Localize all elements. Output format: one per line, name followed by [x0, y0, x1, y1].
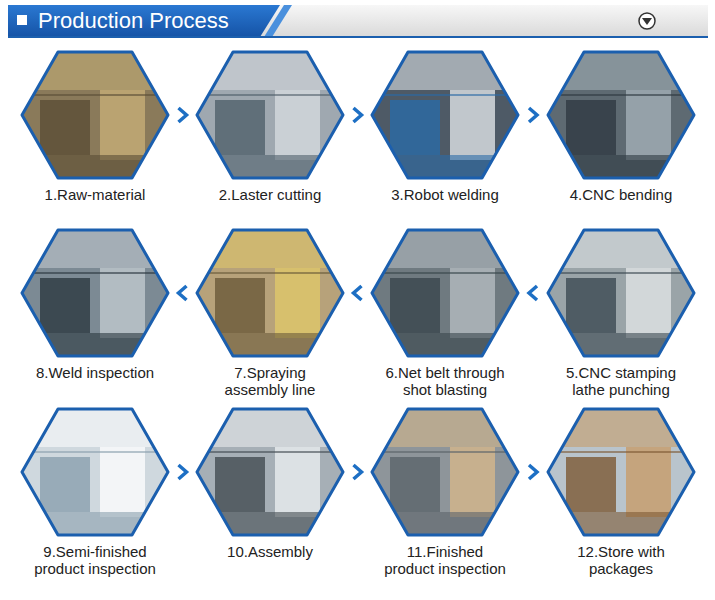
hexagon-photo — [195, 228, 345, 358]
chevron-arrow — [179, 108, 187, 122]
chevron-arrow — [529, 108, 537, 122]
chevron-arrow — [354, 465, 362, 479]
hexagon-photo — [195, 407, 345, 537]
step-label: 7.Spraying assembly line — [205, 364, 335, 398]
hexagon-outline — [370, 228, 520, 358]
step-label: 6.Net belt through shot blasting — [380, 364, 510, 398]
photo-illustration — [370, 50, 520, 180]
hexagon-photo — [370, 228, 520, 358]
hexagon-outline — [195, 50, 345, 180]
hexagon-photo — [546, 407, 696, 537]
hexagon-outline — [195, 407, 345, 537]
chevron-arrow — [179, 286, 187, 300]
hexagon-outline — [546, 50, 696, 180]
hexagon-photo — [20, 228, 170, 358]
hexagon-border — [548, 409, 694, 535]
step-label: 3.Robot welding — [380, 186, 510, 203]
hexagon-border — [197, 230, 343, 356]
hexagon-outline — [195, 228, 345, 358]
process-step: 10.Assembly — [192, 407, 348, 560]
step-label: 4.CNC bending — [556, 186, 686, 203]
chevron-arrow — [529, 286, 537, 300]
photo-illustration — [20, 50, 170, 180]
header-rule — [8, 36, 708, 38]
hexagon-border — [372, 230, 518, 356]
hexagon-photo — [195, 50, 345, 180]
process-step: 8.Weld inspection — [17, 228, 173, 381]
hexagon-border — [22, 230, 168, 356]
photo-illustration — [20, 407, 170, 537]
process-step: 4.CNC bending — [543, 50, 699, 203]
dropdown-triangle — [642, 18, 652, 25]
process-step: 1.Raw-material — [17, 50, 173, 203]
process-step: 9.Semi-finished product inspection — [17, 407, 173, 577]
hexagon-border — [22, 52, 168, 178]
step-label: 9.Semi-finished product inspection — [30, 543, 160, 577]
dropdown-icon — [639, 13, 655, 29]
grey-bar — [250, 5, 708, 37]
hexagon-border — [372, 52, 518, 178]
chevron-arrow — [354, 108, 362, 122]
photo-illustration — [546, 50, 696, 180]
hexagon-outline — [546, 228, 696, 358]
hexagon-photo — [370, 50, 520, 180]
step-label: 11.Finished product inspection — [380, 543, 510, 577]
process-step: 6.Net belt through shot blasting — [367, 228, 523, 398]
hexagon-outline — [370, 407, 520, 537]
step-label: 12.Store with packages — [556, 543, 686, 577]
process-step: 11.Finished product inspection — [367, 407, 523, 577]
process-step: 5.CNC stamping lathe punching — [543, 228, 699, 398]
photo-illustration — [195, 50, 345, 180]
hexagon-border — [197, 409, 343, 535]
photo-illustration — [546, 228, 696, 358]
hexagon-outline — [20, 50, 170, 180]
hexagon-photo — [20, 407, 170, 537]
chevron-arrow — [529, 465, 537, 479]
photo-illustration — [546, 407, 696, 537]
hexagon-photo — [370, 407, 520, 537]
process-step: 2.Laster cutting — [192, 50, 348, 203]
step-label: 5.CNC stamping lathe punching — [556, 364, 686, 398]
photo-illustration — [195, 228, 345, 358]
hexagon-photo — [546, 50, 696, 180]
step-label: 1.Raw-material — [30, 186, 160, 203]
step-label: 2.Laster cutting — [205, 186, 335, 203]
hexagon-border — [22, 409, 168, 535]
process-step: 3.Robot welding — [367, 50, 523, 203]
hexagon-photo — [20, 50, 170, 180]
hexagon-outline — [20, 228, 170, 358]
hexagon-photo — [546, 228, 696, 358]
step-label: 10.Assembly — [205, 543, 335, 560]
chevron-arrow — [179, 465, 187, 479]
chevron-arrow — [354, 286, 362, 300]
banner-stripe — [264, 5, 292, 37]
process-step: 7.Spraying assembly line — [192, 228, 348, 398]
hexagon-border — [548, 52, 694, 178]
photo-illustration — [195, 407, 345, 537]
hexagon-outline — [20, 407, 170, 537]
process-step: 12.Store with packages — [543, 407, 699, 577]
photo-illustration — [370, 407, 520, 537]
title-bullet — [17, 15, 27, 25]
title-text: Production Process — [38, 8, 229, 34]
hexagon-outline — [546, 407, 696, 537]
hexagon-border — [372, 409, 518, 535]
photo-illustration — [20, 228, 170, 358]
blue-banner — [8, 5, 280, 37]
step-label: 8.Weld inspection — [30, 364, 160, 381]
hexagon-border — [197, 52, 343, 178]
hexagon-outline — [370, 50, 520, 180]
photo-illustration — [370, 228, 520, 358]
hexagon-border — [548, 230, 694, 356]
